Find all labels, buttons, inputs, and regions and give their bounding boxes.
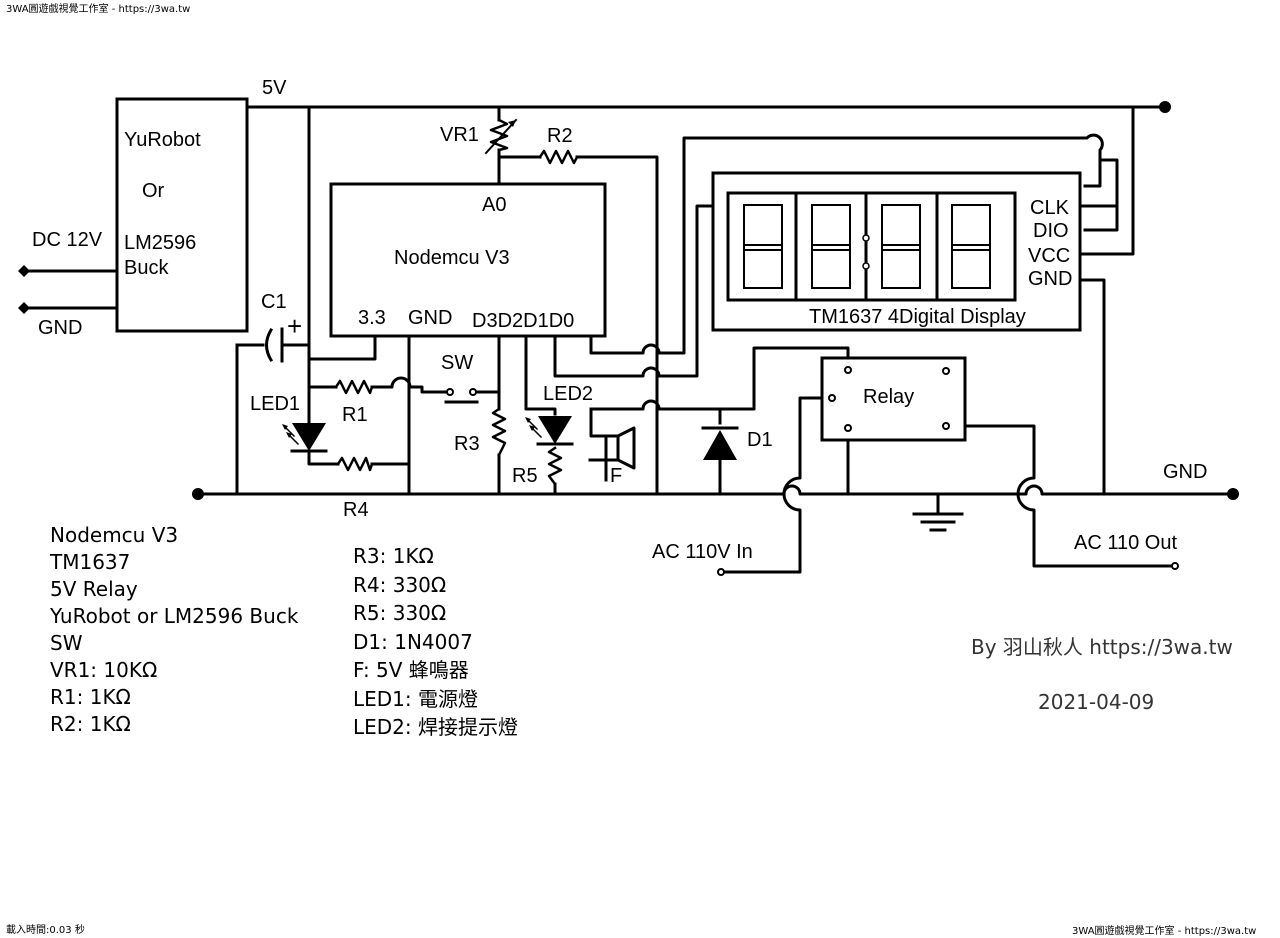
- ac-out-label: AC 110 Out: [1074, 532, 1177, 554]
- mcu-pin-gnd: GND: [408, 307, 452, 329]
- bom-item: R5: 330Ω: [353, 601, 447, 625]
- bom-item: D1: 1N4007: [353, 629, 473, 654]
- buzzer-f: F: [604, 426, 636, 487]
- r3-label: R3: [454, 433, 480, 455]
- led1: LED1: [250, 393, 328, 453]
- bom-item: LED2: 焊接提示燈: [353, 715, 518, 739]
- credit-date: 2021-04-09: [1038, 690, 1155, 714]
- resistor-r4: R4: [336, 456, 374, 521]
- bom-item: VR1: 10KΩ: [50, 658, 158, 682]
- led2-label: LED2: [543, 383, 593, 405]
- c1-plus-sign: +: [287, 311, 302, 341]
- resistor-r5: R5: [512, 446, 563, 487]
- relay-label: Relay: [863, 386, 914, 408]
- r4-label: R4: [343, 499, 369, 521]
- buck-module-line1: YuRobot: [124, 129, 201, 151]
- sw-label: SW: [441, 352, 473, 374]
- bom-item: LED1: 電源燈: [353, 686, 478, 711]
- bom-right-list: R3: 1KΩ R4: 330Ω R5: 330Ω D1: 1N4007 F: …: [353, 542, 518, 742]
- bom-item: YuRobot or LM2596 Buck: [50, 604, 299, 628]
- watermark-bottom-left: 載入時間:0.03 秒: [6, 923, 85, 936]
- mcu-name: Nodemcu V3: [394, 247, 510, 269]
- dc-12v-label: DC 12V: [32, 229, 103, 251]
- bom-item: R4: 330Ω: [353, 572, 447, 597]
- wires: [22, 105, 1235, 574]
- digit-1: [743, 204, 783, 289]
- resistor-r3: R3: [454, 407, 507, 457]
- buck-module: YuRobot Or LM2596 Buck: [115, 97, 249, 333]
- relay: Relay: [820, 356, 967, 442]
- buck-module-line3: LM2596: [124, 232, 196, 254]
- watermark-top-left: 3WA圓遊戲視覺工作室 - https://3wa.tw: [6, 2, 190, 15]
- display-pin-vcc: VCC: [1028, 245, 1070, 267]
- r5-label: R5: [512, 465, 538, 487]
- dc-gnd-terminal: [18, 302, 30, 314]
- rail-5v-label: 5V: [262, 77, 287, 99]
- resistor-r2: R2: [538, 125, 579, 165]
- bom-item: R2: 1KΩ: [50, 712, 131, 736]
- display-pin-gnd: GND: [1028, 268, 1072, 290]
- gnd-left-terminal: [192, 488, 204, 500]
- bom-item: SW: [50, 631, 83, 655]
- buzzer-label: F: [610, 465, 622, 487]
- bom-item: 5V Relay: [50, 577, 138, 601]
- vr1-label: VR1: [440, 124, 479, 146]
- nodemcu-board: A0 Nodemcu V3 3.3 GND D3D2D1D0: [329, 182, 607, 338]
- display-pin-clk: CLK: [1030, 197, 1070, 219]
- digit-2: [811, 204, 851, 289]
- mcu-pins-d: D3D2D1D0: [472, 310, 574, 332]
- bom-item: R3: 1KΩ: [353, 544, 434, 568]
- r2-label: R2: [547, 125, 573, 147]
- digit-4: [951, 204, 991, 289]
- gnd-right-label: GND: [1163, 461, 1207, 483]
- diode-d1: D1: [701, 426, 773, 460]
- potentiometer-vr1: VR1: [440, 118, 518, 155]
- led2: LED2: [525, 383, 593, 446]
- bom-item: R1: 1KΩ: [50, 685, 131, 709]
- switch-sw: SW: [441, 352, 479, 404]
- d1-label: D1: [747, 429, 773, 451]
- digit-3: [881, 204, 921, 289]
- mcu-pin-33: 3.3: [358, 307, 386, 329]
- display-name: TM1637 4Digital Display: [809, 306, 1026, 328]
- colon-top-dot: [862, 234, 870, 242]
- gnd-left-label: GND: [38, 317, 82, 339]
- buck-module-line4: Buck: [124, 257, 169, 279]
- bom-item: TM1637: [50, 550, 131, 574]
- ac-in-label: AC 110V In: [652, 541, 753, 563]
- c1-label: C1: [261, 291, 287, 313]
- bom-item: Nodemcu V3: [50, 523, 179, 547]
- led1-label: LED1: [250, 393, 300, 415]
- bom-left-list: Nodemcu V3 TM1637 5V Relay YuRobot or LM…: [50, 522, 298, 738]
- mcu-pin-a0: A0: [482, 194, 506, 216]
- bom-item: F: 5V 蜂鳴器: [353, 658, 469, 682]
- gnd-right-terminal: [1227, 488, 1239, 500]
- ac-in-terminal: [717, 568, 725, 576]
- tm1637-display: TM1637 4Digital Display CLK DIO VCC GND: [711, 171, 1082, 332]
- colon-bottom-dot: [862, 262, 870, 270]
- rail-5v-terminal: [1159, 101, 1171, 113]
- ac-out-terminal: [1171, 562, 1179, 570]
- watermark-bottom-right: 3WA圓遊戲視覺工作室 - https://3wa.tw: [1072, 924, 1256, 937]
- display-pin-dio: DIO: [1033, 220, 1069, 242]
- credit-author: By 羽山秋人 https://3wa.tw: [971, 635, 1233, 659]
- capacitor-c1: C1 +: [261, 291, 302, 363]
- buck-module-line2: Or: [142, 180, 165, 202]
- resistor-r1: R1: [334, 379, 374, 426]
- dc-12v-terminal: [18, 265, 30, 277]
- r1-label: R1: [342, 404, 368, 426]
